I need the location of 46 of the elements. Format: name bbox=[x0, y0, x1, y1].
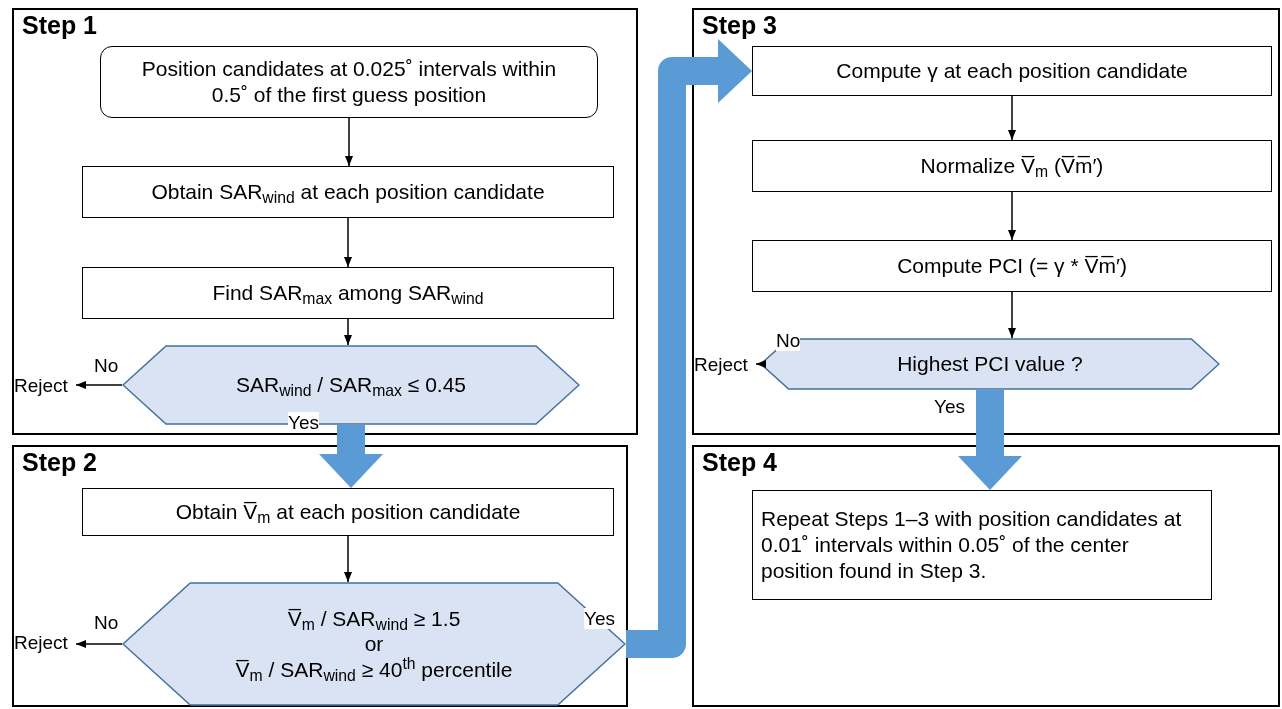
decision-text: Highest PCI value ? bbox=[897, 351, 1083, 377]
step-panel bbox=[12, 445, 628, 707]
block-arrow bbox=[958, 390, 1022, 490]
block-arrow bbox=[626, 39, 752, 658]
start-box bbox=[100, 46, 598, 118]
arrow bbox=[345, 117, 353, 167]
step-text: Obtain SAR$_{wind}$ at each position candidate bbox=[151, 178, 545, 206]
decision-text: V̅$_{m}$ / SAR$_{wind}$ ≥ 1.5 bbox=[287, 606, 461, 632]
edge-label: Yes bbox=[584, 608, 615, 629]
reject-label: Reject bbox=[14, 632, 68, 652]
process-box bbox=[752, 240, 1272, 292]
arrow bbox=[755, 360, 766, 368]
reject-label: Reject bbox=[694, 354, 748, 374]
process-box bbox=[752, 140, 1272, 192]
arrow bbox=[344, 217, 352, 268]
step-text: Compute γ at each position candidate bbox=[836, 57, 1188, 84]
arrow bbox=[344, 318, 352, 346]
step-text: Compute PCI (= γ * V̅m̅′) bbox=[897, 252, 1127, 279]
step-text: Normalize V̅$_{m}$ (V̅m̅′) bbox=[920, 152, 1104, 180]
process-box bbox=[82, 267, 614, 319]
step-panel bbox=[692, 445, 1280, 707]
reject-label: Reject bbox=[14, 375, 68, 395]
block-arrow bbox=[319, 425, 383, 488]
step-text: Obtain V̅$_{m}$ at each position candidate bbox=[175, 498, 521, 526]
step-heading: Step 2 bbox=[22, 447, 98, 478]
step-heading: Step 3 bbox=[702, 10, 778, 41]
arrow bbox=[344, 535, 352, 583]
step-panel bbox=[692, 8, 1280, 435]
arrow bbox=[1008, 95, 1016, 141]
decision-text: SAR$_{wind}$ / SAR$_{max}$ ≤ 0.45 bbox=[235, 372, 467, 398]
arrow bbox=[75, 381, 123, 389]
arrow bbox=[1008, 291, 1016, 339]
step-heading: Step 4 bbox=[702, 447, 778, 478]
process-box bbox=[82, 166, 614, 218]
step-heading: Step 1 bbox=[22, 10, 98, 41]
process-box bbox=[82, 488, 614, 536]
step-text: Position candidates at 0.025˚ intervals within 0.5˚ of the first guess position bbox=[140, 55, 558, 108]
process-box bbox=[752, 46, 1272, 96]
arrow bbox=[1008, 191, 1016, 241]
step-text: Find SAR$_{max}$ among SAR$_{wind}$ bbox=[212, 279, 484, 307]
arrow bbox=[75, 640, 123, 648]
step-panel bbox=[12, 8, 638, 435]
decision-text: V̅$_{m}$ / SAR$_{wind}$ ≥ 40$^{th}$ percentile bbox=[235, 656, 513, 682]
process-box bbox=[752, 490, 1212, 600]
decision-text: or bbox=[364, 631, 384, 657]
step-text: Repeat Steps 1–3 with position candidates at 0.01˚ intervals within 0.05˚ of the center position found in Step 3. bbox=[761, 505, 1183, 585]
